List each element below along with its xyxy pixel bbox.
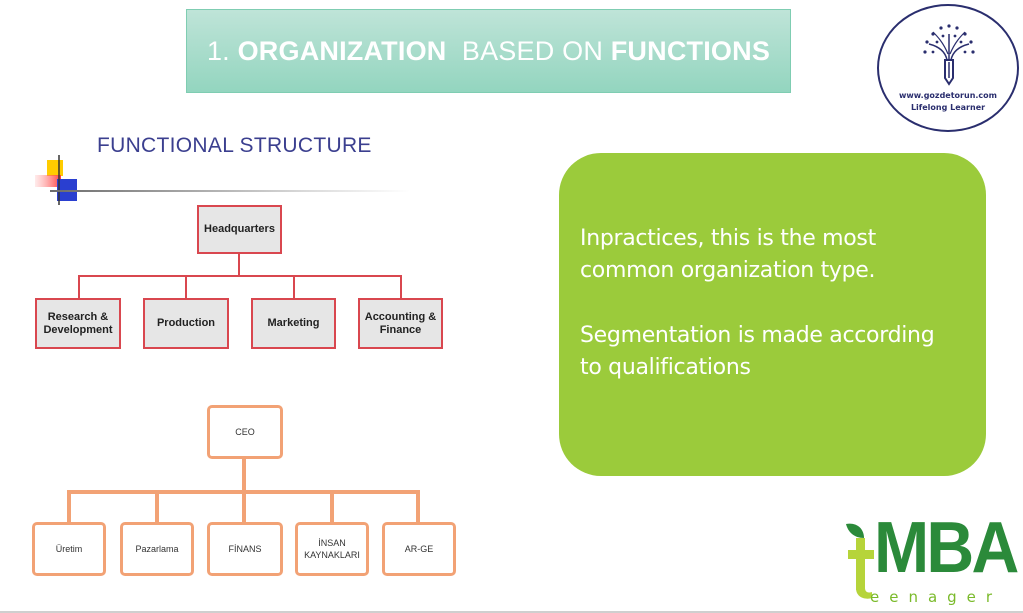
connector-line <box>242 490 246 524</box>
gozdetorun-badge-logo: www.gozdetorun.com Lifelong Learner <box>877 4 1019 132</box>
org-node-finans: FİNANS <box>207 522 283 576</box>
functional-structure-title: FUNCTIONAL STRUCTURE <box>97 134 372 157</box>
connector-line <box>416 490 420 524</box>
node-label: Üretim <box>55 544 83 554</box>
node-label: Production <box>156 317 216 329</box>
leaf-t-icon <box>846 523 874 599</box>
node-label: FİNANS <box>228 544 262 554</box>
title-based-on: BASED ON <box>461 35 604 66</box>
heading-divider <box>50 190 410 192</box>
slide-title: 1. ORGANIZATION BASED ON FUNCTIONS <box>207 36 770 67</box>
title-organization: ORGANIZATION <box>237 35 447 66</box>
org-node-headquarters: Headquarters <box>197 205 282 254</box>
node-label: Headquarters <box>204 223 275 235</box>
org-node-pazarlama: Pazarlama <box>120 522 194 576</box>
connector-line <box>330 490 334 524</box>
node-label: Accounting &Finance <box>364 310 437 336</box>
org-node-marketing: Marketing <box>251 298 336 349</box>
org-node-ceo: CEO <box>207 405 283 459</box>
node-label: Research &Development <box>43 310 113 336</box>
connector-line <box>242 456 246 493</box>
badge-tagline: Lifelong Learner <box>910 103 986 112</box>
connector-line <box>400 275 402 299</box>
org-node-accounting-finance: Accounting &Finance <box>358 298 443 349</box>
title-banner: 1. ORGANIZATION BASED ON FUNCTIONS <box>186 9 791 93</box>
node-label: AR-GE <box>404 544 434 554</box>
logo-mba-text: MBA <box>874 508 1019 588</box>
tmba-teenager-logo: MBA eenager <box>840 510 1023 610</box>
badge-url: www.gozdetorun.com <box>899 91 997 100</box>
connector-line <box>78 275 400 277</box>
node-label: Marketing <box>267 317 320 329</box>
org-node-production: Production <box>143 298 229 349</box>
connector-line <box>78 275 80 299</box>
bottom-divider <box>0 611 1023 613</box>
connector-line <box>185 275 187 299</box>
node-label: Pazarlama <box>135 544 179 554</box>
decorative-squares-icon <box>35 155 77 205</box>
org-node-uretim: Üretim <box>32 522 106 576</box>
connector-line <box>155 490 159 524</box>
org-node-ar-ge: AR-GE <box>382 522 456 576</box>
org-node-research-development: Research &Development <box>35 298 121 349</box>
connector-line <box>293 275 295 299</box>
node-label: CEO <box>235 427 255 437</box>
connector-line <box>238 252 240 276</box>
title-functions: FUNCTIONS <box>610 35 771 66</box>
logo-subtitle: eenager <box>870 588 1003 606</box>
connector-line <box>67 490 71 524</box>
tree-pencil-icon <box>923 24 975 86</box>
title-number: 1. <box>206 35 230 66</box>
